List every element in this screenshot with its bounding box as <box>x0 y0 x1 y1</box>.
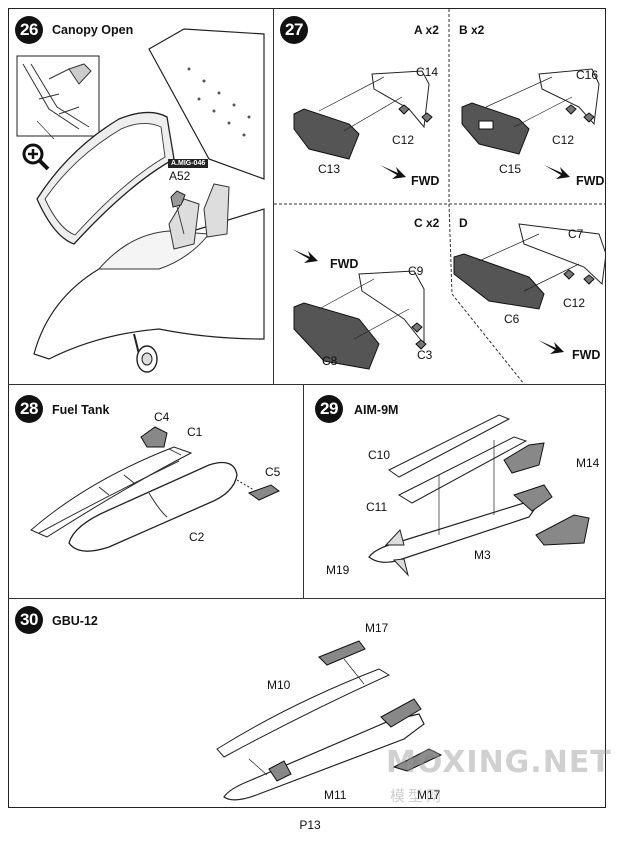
step-26-panel: 26 Canopy Open A. <box>9 9 273 384</box>
fwd-label: FWD <box>411 174 440 188</box>
part-label: A52 <box>169 169 191 183</box>
fwd-arrow-icon <box>538 340 564 354</box>
part-label: C12 <box>552 133 575 147</box>
fwd-arrow-icon <box>380 165 406 179</box>
step-29-illustration <box>368 414 590 577</box>
step-title: Fuel Tank <box>52 403 110 417</box>
step-29-panel: 29 AIM-9M C10 C11 M14 M3 M19 <box>304 385 605 598</box>
part-label: M3 <box>474 548 491 562</box>
part-label: C12 <box>563 296 586 310</box>
step-26-illustration <box>16 28 265 373</box>
divider-horizontal-2 <box>8 598 606 599</box>
divider-horizontal-1 <box>8 384 606 385</box>
part-label: C11 <box>366 500 388 514</box>
part-label: C7 <box>568 227 584 241</box>
step-title: AIM-9M <box>354 403 399 417</box>
fwd-arrow-icon <box>292 249 318 263</box>
watermark-text: MOXING.NET <box>386 745 612 780</box>
part-label: C14 <box>416 65 439 79</box>
part-label: C4 <box>154 410 170 424</box>
part-label: M17 <box>365 621 389 635</box>
step-28-illustration <box>30 426 280 552</box>
divider-vertical-top <box>273 8 274 384</box>
sub-label-a: A x2 <box>414 23 439 37</box>
part-label: C16 <box>576 68 599 82</box>
sub-label-c: C x2 <box>414 216 440 230</box>
part-label: C12 <box>392 133 415 147</box>
step-number: 28 <box>15 395 43 423</box>
part-label: C15 <box>499 162 522 176</box>
fwd-arrow-icon <box>544 165 570 179</box>
fwd-label: FWD <box>572 348 601 362</box>
part-label: M10 <box>267 678 291 692</box>
step-title: Canopy Open <box>52 23 134 37</box>
step-27-illustration <box>274 9 605 384</box>
step-title: GBU-12 <box>52 614 98 628</box>
sub-label-b: B x2 <box>459 23 485 37</box>
step-number: 30 <box>15 606 43 634</box>
step-27-panel: 27 A x2 B x2 C x2 D <box>274 9 605 384</box>
part-label: C13 <box>318 162 341 176</box>
step-number: 27 <box>280 16 308 44</box>
page-number: P13 <box>299 818 321 832</box>
part-label: C9 <box>408 264 424 278</box>
part-label: C10 <box>368 448 391 462</box>
step-number: 29 <box>315 395 343 423</box>
page-frame <box>8 8 606 808</box>
part-label: C5 <box>265 465 281 479</box>
part-label: C8 <box>322 354 338 368</box>
sub-label-d: D <box>459 216 468 230</box>
step-30-illustration <box>216 640 443 801</box>
fwd-label: FWD <box>330 257 359 271</box>
part-label: C1 <box>187 425 203 439</box>
part-label: C2 <box>189 530 205 544</box>
magnify-plus-icon <box>22 143 50 171</box>
part-label: M17 <box>417 788 441 802</box>
step-number: 26 <box>15 16 43 44</box>
divider-vertical-mid <box>303 384 304 598</box>
step-28-panel: 28 Fuel Tank C4 C1 C5 C2 <box>9 385 303 598</box>
color-tag: A.MIG-046 <box>168 159 209 168</box>
step-30-panel: 30 GBU-12 M17 M10 M11 M17 <box>9 599 605 807</box>
fwd-label: FWD <box>576 174 605 188</box>
part-label: M19 <box>326 563 350 577</box>
part-label: C3 <box>417 348 433 362</box>
part-label: M14 <box>576 456 600 470</box>
part-label: C6 <box>504 312 520 326</box>
part-label: M11 <box>324 788 347 802</box>
watermark-subtext: 模型网 <box>390 787 445 805</box>
